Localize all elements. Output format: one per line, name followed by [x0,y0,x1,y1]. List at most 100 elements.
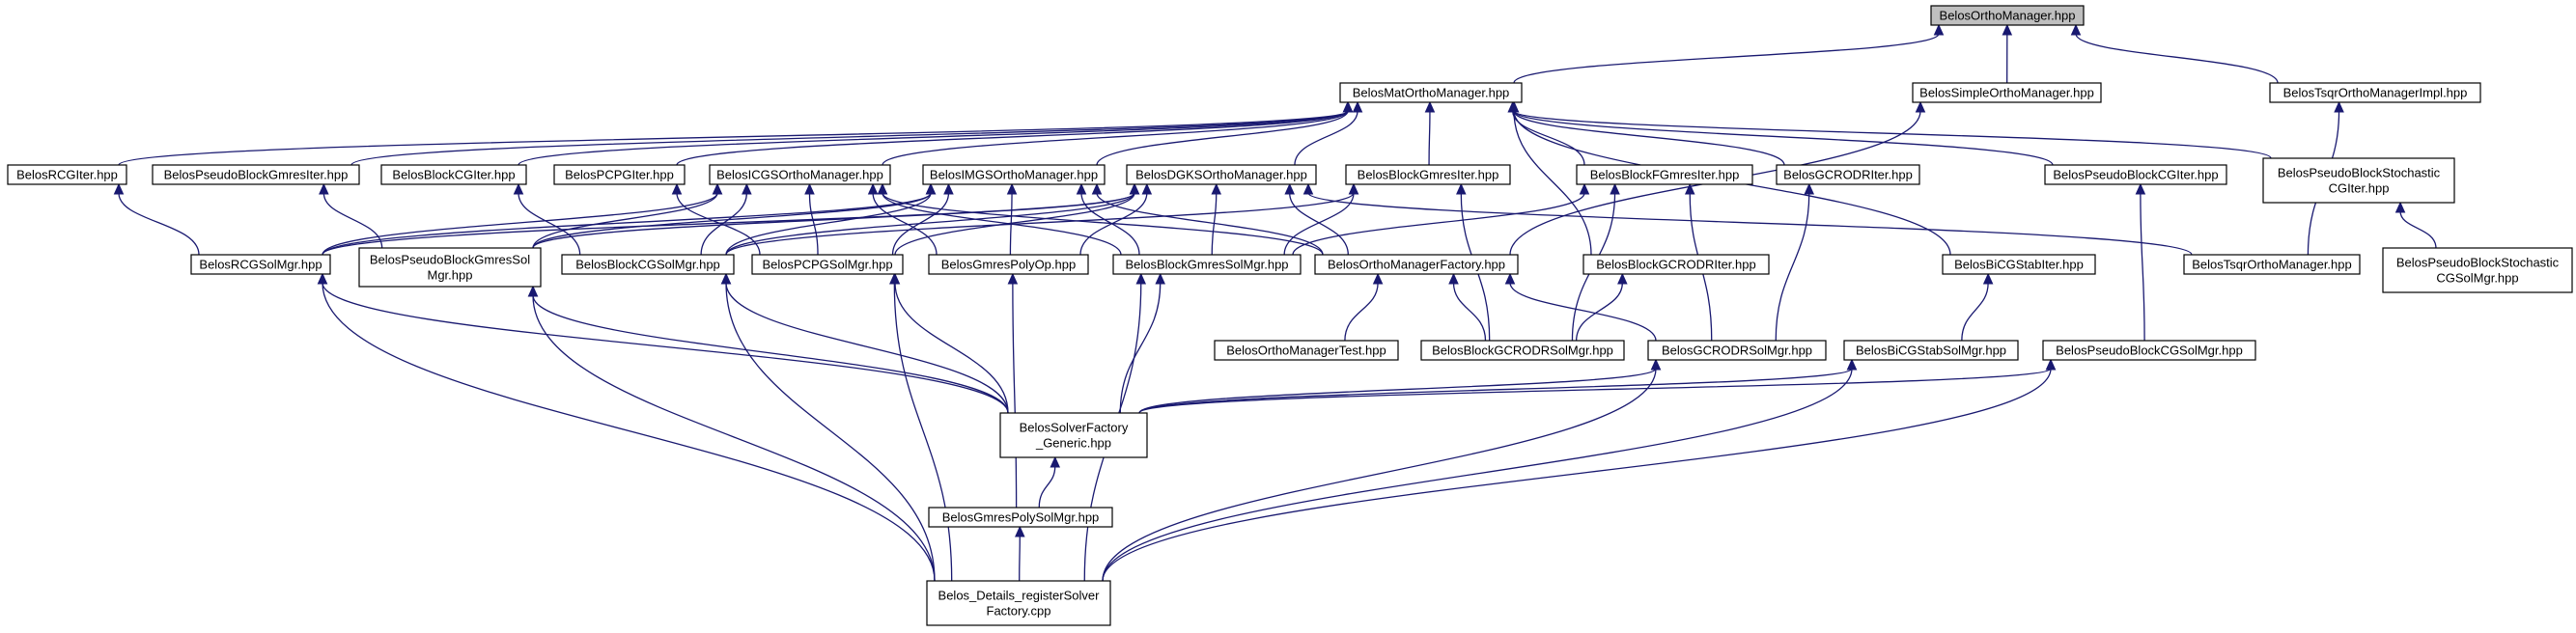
arrow-head [1372,272,1384,285]
node-label: BelosOrthoManagerTest.hpp [1226,344,1386,358]
node-bcgsolmgr[interactable]: BelosBlockCGSolMgr.hpp [561,254,735,275]
node-gmrespolysolmgr[interactable]: BelosGmresPolySolMgr.hpp [928,507,1113,528]
node-bgcrodriter[interactable]: BelosBlockGCRODRIter.hpp [1582,254,1770,275]
edge-line [1138,368,1657,414]
edge-line [2399,210,2437,249]
node-bicgstabiter[interactable]: BelosBiCGStabIter.hpp [1942,254,2096,275]
node-orthofactory[interactable]: BelosOrthoManagerFactory.hpp [1314,254,1519,275]
edge-line [2075,33,2279,84]
node-bfgmresiter[interactable]: BelosBlockFGmresIter.hpp [1576,164,1753,185]
arrow-head [1579,182,1590,195]
edge-registersolver-to-gcrodrsolmgr [1102,358,1662,582]
edge-gcrodrsolmgr-to-gcrodriter [1775,182,1815,342]
node-matortho[interactable]: BelosMatOrthoManager.hpp [1339,82,1523,103]
node-orthotest[interactable]: BelosOrthoManagerTest.hpp [1214,340,1399,361]
edge-rcgsolmgr-to-rcgiter [113,182,200,256]
node-box [999,412,1148,458]
edge-solverfactory-to-pcpgsolmgr [889,272,1009,414]
node-gmrespolyop[interactable]: BelosGmresPolyOp.hpp [928,254,1089,275]
edge-solverfactory-to-bcgsolmgr [720,272,1009,414]
node-label: BelosPCPGSolMgr.hpp [762,258,892,272]
edge-line [322,282,936,582]
node-label: _Generic.hpp [1035,436,1111,451]
edge-registersolver-to-pbcgsolmgr [1102,358,2057,582]
edge-rcgsolmgr-to-icgs [322,182,723,256]
node-pcpgsolmgr[interactable]: BelosPCPGSolMgr.hpp [751,254,904,275]
node-label: BelosPseudoBlockCGSolMgr.hpp [2056,344,2243,358]
node-box [2262,157,2455,204]
node-pbgmresiter[interactable]: BelosPseudoBlockGmresIter.hpp [152,164,360,185]
edge-bcgsolmgr-to-bgmresiter [725,182,1359,256]
node-imgs[interactable]: BelosIMGSOrthoManager.hpp [922,164,1106,185]
arrow-head [2002,23,2013,36]
node-label: CGIter.hpp [2329,181,2390,196]
node-box [1214,340,1399,361]
node-gcrodrsolmgr[interactable]: BelosGCRODRSolMgr.hpp [1647,340,1827,361]
edge-line [894,192,1135,256]
edge-gmrespolysolmgr-to-solverfactory [1038,455,1061,509]
edge-solverfactory-to-rcgsolmgr [317,272,1009,414]
arrow-head [943,182,954,195]
arrow-head [1284,182,1295,195]
node-tsqrimpl[interactable]: BelosTsqrOrthoManagerImpl.hpp [2269,82,2481,103]
edge-registersolver-to-rcgsolmgr [317,272,936,582]
edge-gmrespolyop-to-dgks [1079,182,1153,256]
edge-pbstochcgiter-to-matortho [1508,100,2272,159]
node-tsqrortho[interactable]: BelosTsqrOrthoManager.hpp [2183,254,2361,275]
node-box [152,164,360,185]
edge-bcgsolmgr-to-imgs [725,182,937,256]
node-label: BelosOrthoManager.hpp [1940,9,2076,23]
edge-line [1513,110,1785,166]
node-box [1942,254,2096,275]
arrow-head [1302,182,1314,195]
node-simpleortho[interactable]: BelosSimpleOrthoManager.hpp [1912,82,2102,103]
arrow-head [889,272,900,285]
edge-line [1096,192,1324,256]
node-bicgstabsolmgr[interactable]: BelosBiCGStabSolMgr.hpp [1843,340,2019,361]
node-pbcgsolmgr[interactable]: BelosPseudoBlockCGSolMgr.hpp [2042,340,2256,361]
edge-line [1292,192,1585,256]
node-rcgiter[interactable]: BelosRCGIter.hpp [7,164,127,185]
node-dgks[interactable]: BelosDGKSOrthoManager.hpp [1126,164,1317,185]
arrow-head [2394,201,2406,213]
edge-line [1289,192,1349,256]
edge-line [532,294,936,582]
node-pbcgiter[interactable]: BelosPseudoBlockCGIter.hpp [2044,164,2227,185]
edge-bgmressolmgr-to-bgmresiter [1283,182,1359,256]
node-label: Mgr.hpp [428,268,473,283]
edge-line [1138,368,1853,414]
edge-line [322,192,383,249]
edges-layer [113,23,2437,582]
edge-bgcrodrsolmgr-to-orthofactory [1448,272,1487,342]
edge-pbcgiter-to-matortho [1508,100,2054,166]
node-rcgsolmgr[interactable]: BelosRCGSolMgr.hpp [190,254,331,275]
arrow-head [319,182,329,195]
node-bgmresiter[interactable]: BelosBlockGmresIter.hpp [1345,164,1511,185]
edge-line [1102,368,2052,582]
node-bcgiter[interactable]: BelosBlockCGIter.hpp [380,164,527,185]
node-label: BelosBlockCGIter.hpp [392,168,515,182]
arrow-head [2135,182,2146,195]
arrow-head [1091,182,1103,195]
node-bgmressolmgr[interactable]: BelosBlockGmresSolMgr.hpp [1112,254,1302,275]
node-icgs[interactable]: BelosICGSOrthoManager.hpp [709,164,891,185]
edge-gcrodriter-to-matortho [1508,100,1785,166]
edge-line [891,192,950,256]
node-gcrodriter[interactable]: BelosGCRODRIter.hpp [1776,164,1920,185]
edge-line [1294,110,1358,166]
node-bgcrodrsolmgr[interactable]: BelosBlockGCRODRSolMgr.hpp [1420,340,1625,361]
arrow-head [1007,272,1019,285]
node-pcpgiter[interactable]: BelosPCPGIter.hpp [553,164,686,185]
arrow-head [1804,182,1815,195]
node-label: BelosOrthoManagerFactory.hpp [1328,258,1505,272]
edge-line [1096,110,1349,166]
edge-pbcgsolmgr-to-pbcgiter [2135,182,2146,342]
edge-line [518,192,581,256]
node-solverfactory[interactable]: BelosSolverFactory_Generic.hpp [999,412,1148,458]
edge-registersolver-to-pbgmressolmgr [527,285,936,582]
